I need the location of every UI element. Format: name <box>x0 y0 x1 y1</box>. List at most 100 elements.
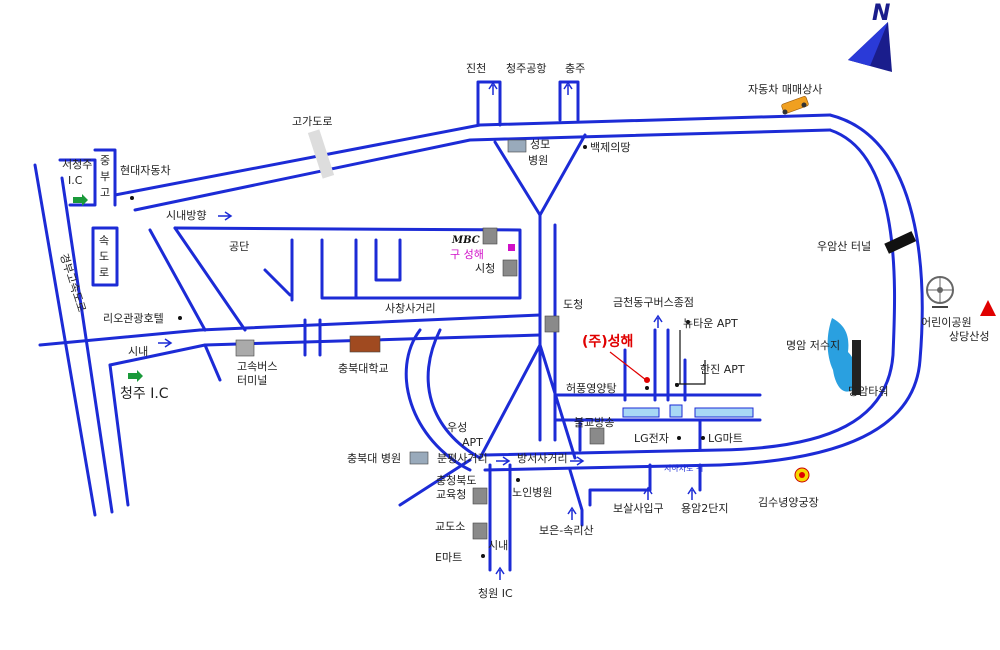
rio-road <box>38 328 202 347</box>
label-bulgyo: 불교방송 <box>574 416 614 429</box>
seongmo-diagonal-left <box>493 140 542 217</box>
edu-office-building-icon <box>472 487 488 505</box>
label-rio-hotel: 리오관광호텔 <box>103 312 164 325</box>
label-ic: I.C <box>68 174 83 187</box>
apt-blocks <box>622 404 754 418</box>
branch-jincheon <box>476 80 502 127</box>
arrow-sinae-direction <box>218 211 233 221</box>
arrow-chungju <box>563 81 573 95</box>
label-newtown-apt: 뉴타운 APT <box>683 317 738 330</box>
arrow-bosal <box>643 486 653 500</box>
label-car-market: 자동차 매매상사 <box>748 83 822 96</box>
label-useong-2: APT <box>462 436 483 449</box>
buildings <box>235 139 605 540</box>
bosal-road <box>588 463 652 507</box>
label-cheongju-ic: 청주 I.C <box>120 386 169 402</box>
target-icon <box>794 467 810 483</box>
label-edu-1: 충청북도 <box>436 474 476 487</box>
label-sachang: 사창사거리 <box>385 302 436 315</box>
label-jincheon: 진천 <box>466 61 486 75</box>
branch-chungju <box>558 80 580 122</box>
main-road-top-upper <box>113 113 832 197</box>
label-myeongam-reservoir: 명암 저수지 <box>786 339 840 352</box>
label-express-bus-2: 터미널 <box>237 374 267 387</box>
jungbu-box <box>93 148 117 207</box>
docheong-building-icon <box>544 315 560 333</box>
tunnel-icon <box>884 231 917 254</box>
label-useong-1: 우성 <box>447 421 467 434</box>
label-airport: 청주공항 <box>506 62 546 75</box>
label-chungju: 충주 <box>565 62 585 75</box>
univ-arc-inner <box>426 328 482 460</box>
label-hospital: 병원 <box>528 154 548 167</box>
arrow-jincheon <box>488 81 498 95</box>
label-jung: 중 <box>100 154 110 167</box>
label-yongam2: 용암2단지 <box>681 502 728 515</box>
label-bosal: 보살사입구 <box>613 502 664 515</box>
label-heopung: 허풍영양탕 <box>566 382 617 395</box>
hanjin-dot <box>675 383 679 387</box>
label-seongmo: 성모 <box>530 138 550 151</box>
diag-to-bunpyeong <box>478 343 542 460</box>
road-network <box>33 80 924 572</box>
arrow-yongam <box>687 486 697 500</box>
newtown-dot <box>686 320 690 324</box>
gongdan-road-1 <box>173 226 247 332</box>
label-mbc: MBC <box>451 235 480 246</box>
label-kimsu: 김수녕양궁장 <box>758 496 819 509</box>
old-company-marker <box>508 244 515 251</box>
car-icon <box>781 96 809 115</box>
direction-arrows <box>158 81 697 580</box>
label-bu: 부 <box>100 170 110 183</box>
elevated-road-marker <box>307 129 335 179</box>
green-arrow-icon <box>73 194 88 206</box>
emart-dot <box>481 554 485 558</box>
city-hall-building-icon <box>502 259 518 277</box>
lower-horizontal <box>483 448 722 457</box>
main-road-top-lower <box>133 128 832 212</box>
cheongju-ic-road <box>108 363 130 507</box>
label-children-park: 어린이공원 <box>921 316 972 329</box>
label-uamsan-tunnel: 우암산 터널 <box>817 240 871 253</box>
company-dot <box>644 377 650 383</box>
label-hanjin-apt: 한진 APT <box>700 363 745 376</box>
tower-icon <box>852 340 861 395</box>
arrow-sinae <box>158 338 173 348</box>
ring-inner <box>718 128 897 452</box>
univ-building-icon <box>349 335 381 353</box>
lgelec-dot <box>677 436 681 440</box>
gyeongbu-highway-outer <box>33 163 97 517</box>
rio-dot <box>178 316 182 320</box>
mbc-building-icon <box>482 227 498 245</box>
label-city-hall: 시청 <box>475 262 495 275</box>
label-myeongam-tower: 명암타워 <box>848 385 888 398</box>
label-prison: 교도소 <box>435 520 465 533</box>
label-bangseo: 방서사거리 <box>517 452 568 465</box>
label-sinae2: 시내 <box>488 539 508 552</box>
label-bunpyeong: 분평사거리 <box>437 452 488 465</box>
label-boeun: 보은-속리산 <box>539 524 594 537</box>
label-geumcheon-bus: 금천동구버스종점 <box>613 295 694 309</box>
label-seocheongju: 서청주 <box>62 158 92 171</box>
hyundai-dot <box>130 196 134 200</box>
baekje-dot <box>583 145 587 149</box>
arrow-bangseo <box>570 456 585 466</box>
bulgyo-building-icon <box>589 427 605 445</box>
arrow-cheongwon <box>495 566 505 580</box>
gongdan-road-2 <box>148 228 207 332</box>
label-goga-doro: 고가도로 <box>292 115 332 128</box>
arrow-geumcheon <box>653 314 663 328</box>
ferris-wheel-icon <box>926 276 954 308</box>
label-sinae: 시내 <box>128 345 148 358</box>
terminal-branch <box>203 343 222 382</box>
label-edu-2: 교육청 <box>436 488 466 501</box>
lower-horizontal-2 <box>483 463 722 472</box>
compass-label: N <box>872 1 890 26</box>
green-arrow-icon-2 <box>128 370 143 382</box>
lgmart-dot <box>701 436 705 440</box>
label-sangdang: 상당산성 <box>949 330 989 343</box>
hospital-building-icon <box>507 139 527 153</box>
diag-to-bangseo <box>538 343 577 460</box>
label-sinae-direction: 시내방향 <box>166 209 206 222</box>
sachang-road-upper <box>198 313 542 332</box>
